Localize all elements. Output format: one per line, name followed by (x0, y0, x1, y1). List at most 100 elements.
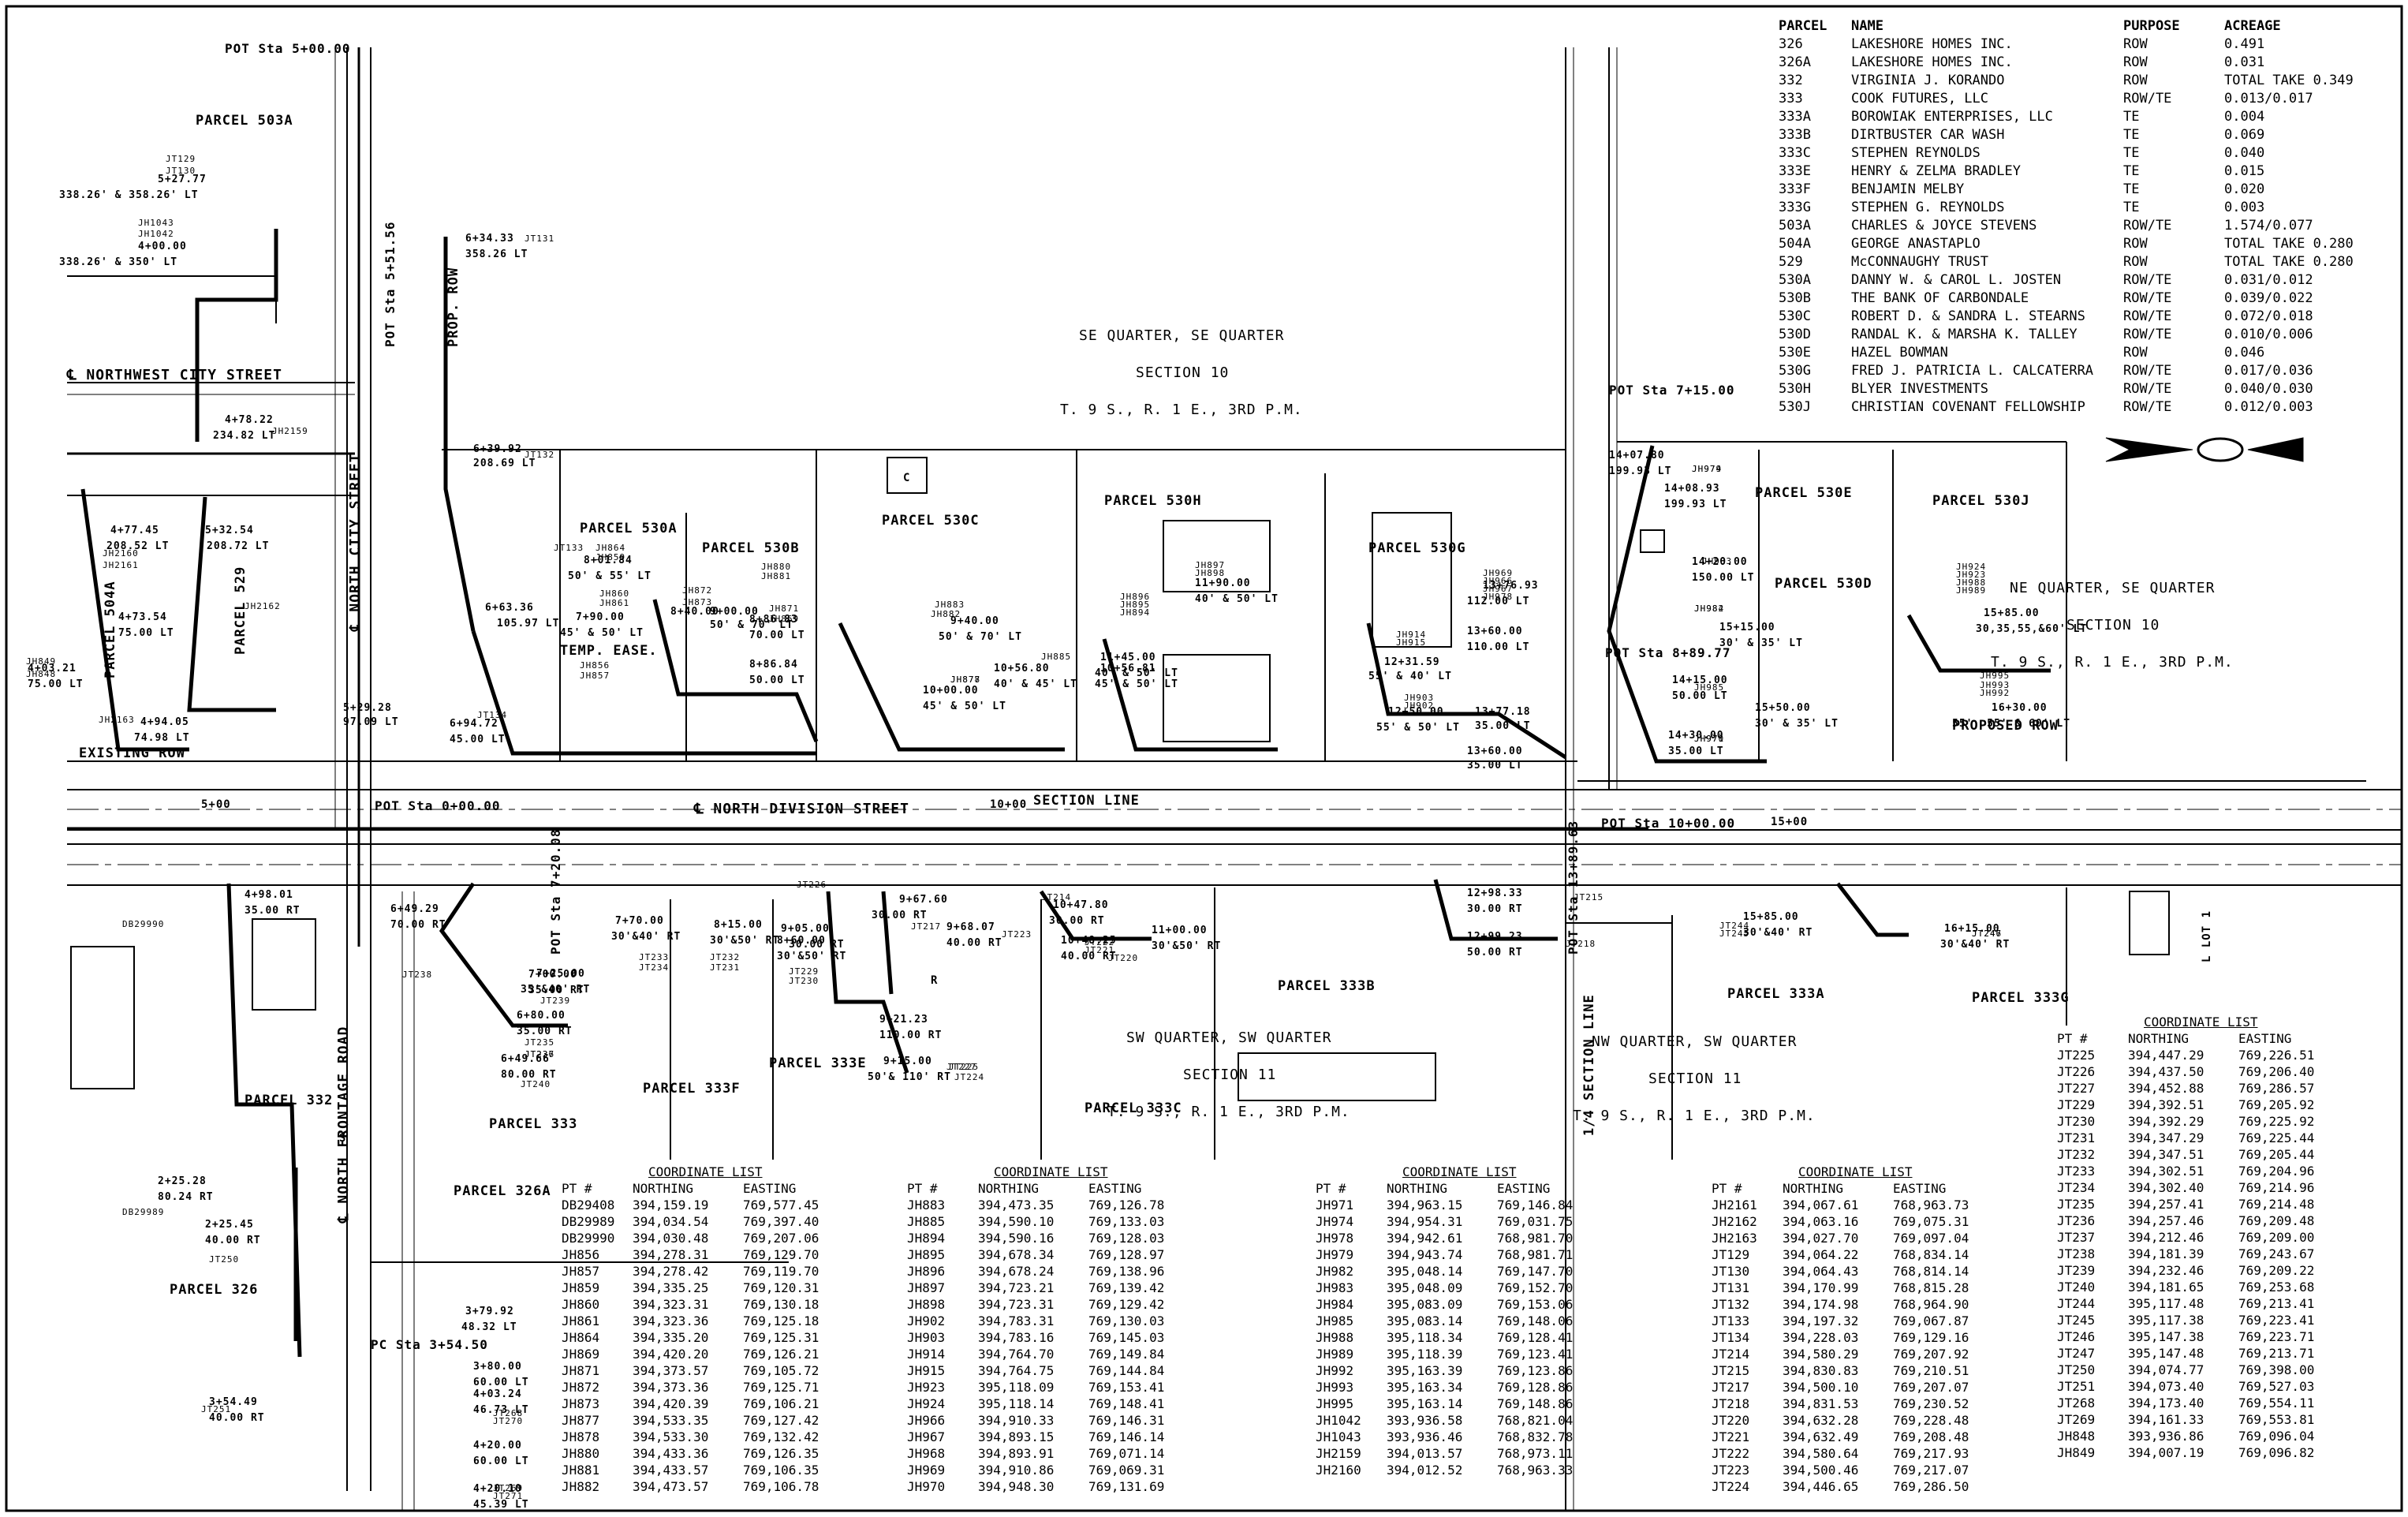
station-offset-callout: 30,35,55,&60' LT (1976, 623, 2088, 635)
station-offset-callout: 11+90.00 (1195, 577, 1251, 589)
station-offset-callout: 30.00 RT (1467, 903, 1523, 915)
station-offset-callout: 358.26 LT (465, 248, 528, 260)
point-id-label: JT224 (954, 1072, 985, 1082)
table-cell: 503A (1779, 218, 1811, 234)
coordinate-cell: 769,217.07 (1893, 1463, 1969, 1478)
coordinate-cell: JH878 (562, 1429, 600, 1444)
header-cell: EASTING (1497, 1181, 1551, 1196)
coordinate-cell: JT232 (2057, 1147, 2096, 1162)
station-offset-callout: 110.00 LT (1467, 641, 1530, 653)
table-cell: 530G (1779, 363, 1811, 379)
misc-label: R (931, 974, 939, 987)
header-cell: PARCEL (1779, 18, 1827, 34)
coordinate-cell: JT217 (1712, 1380, 1750, 1395)
table-cell: ROW/TE (2123, 91, 2172, 106)
coordinate-cell: JH967 (907, 1429, 946, 1444)
parcel-label: PARCEL 530A (580, 521, 678, 536)
coordinate-cell: 394,034.54 (633, 1214, 709, 1229)
coordinate-cell: 769,146.31 (1088, 1413, 1165, 1428)
proposed-row-south (226, 879, 1909, 1358)
coordinate-cell: JH2159 (1316, 1446, 1361, 1461)
station-offset-callout: 4+20.10 (473, 1483, 522, 1495)
station-offset-callout: 75.00 LT (118, 627, 174, 639)
misc-label: S (339, 1132, 347, 1145)
coordinate-cell: 769,205.92 (2238, 1097, 2315, 1112)
coordinate-cell: JH993 (1316, 1380, 1354, 1395)
south-parcel-lines (371, 887, 2067, 1263)
station-offset-callout: 30'&40' RT (611, 931, 681, 943)
coordinate-cell: 394,074.77 (2128, 1362, 2205, 1377)
station-offset-callout: 80.24 RT (158, 1191, 214, 1203)
point-id-label: JT133 (554, 543, 584, 553)
coordinate-cell: JH881 (562, 1463, 600, 1478)
table-cell: ROW/TE (2123, 308, 2172, 324)
table-cell: TOTAL TAKE 0.280 (2224, 236, 2354, 252)
street-label: ℄ NORTHWEST CITY STREET (67, 367, 282, 383)
coordinate-cell: JH914 (907, 1347, 946, 1362)
point-id-label: JT132 (525, 450, 555, 460)
station-offset-callout: 6+63.36 (485, 602, 534, 614)
table-cell: 333G (1779, 200, 1811, 215)
proposed-row-north (80, 229, 2051, 764)
coordinate-cell: JH978 (1316, 1231, 1354, 1246)
point-id-label: JT232 (710, 952, 741, 962)
point-id-label: JH2162 (245, 601, 281, 611)
station-offset-callout: 105.97 LT (497, 618, 560, 630)
station-offset-callout: 7+25.00 (536, 968, 585, 980)
coordinate-list-title: COORDINATE LIST (648, 1164, 763, 1179)
coordinate-cell: JT238 (2057, 1246, 2096, 1261)
station-offset-callout: 70.00 LT (749, 630, 805, 641)
coordinate-cell: 394,954.31 (1387, 1214, 1463, 1229)
coordinate-cell: 769,205.44 (2238, 1147, 2315, 1162)
coordinate-cell: 394,830.83 (1783, 1363, 1859, 1378)
coordinate-cell: 769,148.86 (1497, 1396, 1574, 1411)
point-id-label: JH978 (1483, 592, 1514, 602)
coordinate-cell: 768,832.78 (1497, 1429, 1574, 1444)
coordinate-cell: 394,302.40 (2128, 1180, 2205, 1195)
table-cell: 529 (1779, 254, 1803, 270)
coordinate-cell: 769,148.06 (1497, 1313, 1574, 1328)
table-cell: 0.003 (2224, 200, 2265, 215)
station-offset-callout: 4+94.05 (140, 716, 189, 728)
section-line (1565, 47, 1618, 1511)
table-cell: ROW/TE (2123, 399, 2172, 415)
table-cell: FRED J. PATRICIA L. CALCATERRA (1851, 363, 2094, 379)
table-cell: 333B (1779, 127, 1811, 143)
coordinate-cell: 769,097.04 (1893, 1231, 1969, 1246)
point-id-label: JH2159 (272, 426, 308, 436)
station-label: PC Sta 3+54.50 (371, 1337, 488, 1352)
coordinate-cell: 769,125.71 (743, 1380, 819, 1395)
table-cell: 1.574/0.077 (2224, 218, 2313, 234)
station-offset-callout: 40' & 50' LT (1095, 667, 1178, 679)
table-cell: 0.013/0.017 (2224, 91, 2313, 106)
station-offset-callout: 112.00 LT (1467, 596, 1530, 607)
coordinate-cell: JH985 (1316, 1313, 1354, 1328)
parcel-label: PARCEL 333E (769, 1056, 867, 1071)
station-offset-callout: 14+15.00 (1672, 674, 1728, 686)
coordinate-cell: 394,373.57 (633, 1363, 709, 1378)
header-cell: ACREAGE (2224, 18, 2281, 34)
header-cell: PT # (1712, 1181, 1742, 1196)
coordinate-cell: 769,130.03 (1088, 1313, 1165, 1328)
coordinate-cell: 394,064.43 (1783, 1264, 1859, 1279)
quarter-label-line: SECTION 11 (1648, 1070, 1742, 1087)
station-offset-callout: 11+45.00 (1100, 652, 1156, 663)
